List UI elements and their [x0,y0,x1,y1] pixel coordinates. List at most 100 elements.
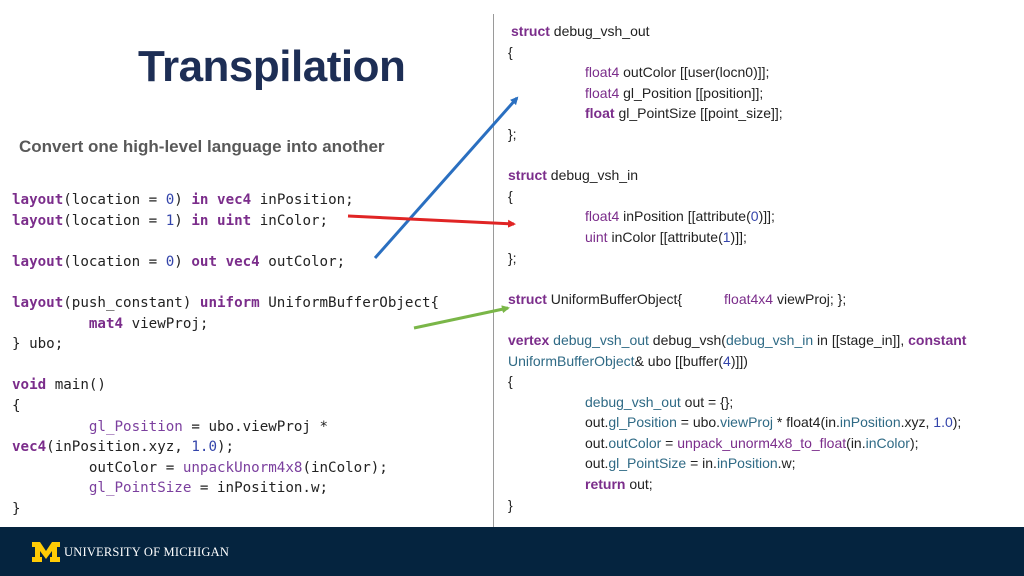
code-identifier: debug_vsh_out [585,393,681,410]
code-line: uint inColor [[attribute(1)]]; [508,227,966,248]
code-text: )]]) [730,352,748,369]
code-keyword: constant [908,331,967,348]
code-line: void main() [12,375,439,396]
code-line: layout(push_constant) uniform UniformBuf… [12,293,439,314]
slide-subtitle: Convert one high-level language into ano… [19,137,385,156]
code-identifier: viewProj [720,414,773,431]
code-text: out; [625,476,653,493]
code-line: }; [508,248,966,269]
code-line: struct debug_vsh_out [508,21,966,42]
code-line: struct debug_vsh_in [508,165,966,186]
code-blank-line [508,145,966,166]
code-text: }; [508,249,517,266]
code-text: ) [174,253,192,270]
code-text: in [[stage_in]], [813,331,909,348]
code-text: main() [46,377,106,394]
glsl-code-block: layout(location = 0) in vec4 inPosition;… [12,190,439,520]
code-line: { [508,186,966,207]
code-text: { [508,43,513,60]
code-text: outColor; [259,253,346,270]
code-keyword: uint [217,212,252,229]
code-line: float4 gl_Position [[position]]; [508,83,966,104]
code-keyword: layout [12,192,64,208]
code-keyword: vertex [508,331,550,348]
code-text: ) [174,192,192,208]
code-identifier: inColor [865,434,910,451]
code-text: ) [174,212,192,229]
code-type: float4 [585,84,620,101]
code-text: out. [585,414,609,431]
code-keyword: in [191,192,209,208]
code-text: out = {}; [680,393,734,410]
code-line: } [508,495,966,516]
code-builtin: gl_PointSize [88,480,192,497]
code-number: 0 [165,192,175,208]
code-number: 0 [165,253,175,270]
code-text: { [508,373,513,390]
code-text: (inPosition.xyz, [46,439,192,456]
code-line: float4 outColor [[user(locn0)]]; [508,62,966,83]
code-keyword: struct [508,290,547,307]
code-text: gl_PointSize [[point_size]]; [614,105,783,122]
code-number: 1 [165,212,175,229]
code-line: UniformBufferObject& ubo [[buffer(4)]]) [508,351,966,372]
university-logo: UNIVERSITY OF MICHIGAN [32,540,229,564]
code-text [217,254,226,270]
code-text: ); [909,434,919,451]
code-text: .xyz, [900,414,934,431]
code-keyword: uniform [199,294,260,311]
code-type: float4 [585,64,620,81]
code-text: { [12,397,21,414]
code-keyword: layout [12,212,64,229]
code-number: 1.0 [933,414,953,431]
code-keyword: in [191,212,209,229]
code-line: vertex debug_vsh_out debug_vsh(debug_vsh… [508,330,966,351]
code-blank-line [12,355,439,376]
code-text [208,192,217,208]
code-text: = [661,434,678,451]
code-text: (location = [63,253,166,270]
code-text: } ubo; [12,336,64,353]
code-type: float4x4 [724,290,774,307]
code-number: 0 [750,208,759,225]
code-keyword: void [12,377,47,394]
code-text [208,213,217,229]
code-identifier: gl_Position [608,414,677,431]
code-text: UniformBufferObject{ [259,294,440,311]
code-number: 1 [722,228,731,245]
code-text: outColor = [88,459,183,476]
code-line: { [508,371,966,392]
code-text: inPosition; [251,192,354,208]
code-text: (push_constant) [63,294,200,311]
code-text: & ubo [[buffer( [634,352,724,369]
code-text: } [508,496,513,513]
code-type: uint [585,228,608,245]
code-keyword: layout [12,294,64,311]
code-indent [12,480,89,496]
code-line: float gl_PointSize [[point_size]]; [508,103,966,124]
code-line: { [12,396,439,417]
block-m-icon [32,542,60,562]
code-line: } ubo; [12,334,439,355]
code-identifier: inPosition [839,414,901,431]
code-text: out. [585,434,609,451]
code-identifier: inPosition [716,455,778,472]
code-keyword: out [191,253,218,270]
code-text: ); [952,414,962,431]
code-keyword: struct [511,23,550,39]
code-line: mat4 viewProj; [12,314,439,335]
code-text: UniformBufferObject{ [546,290,683,307]
code-number: 1.0 [191,439,218,456]
code-indent [12,419,89,435]
code-text: )]]; [758,208,775,225]
code-text: )]]; [730,228,747,245]
code-line: outColor = unpackUnorm4x8(inColor); [12,458,439,479]
code-text: (location = [63,192,166,208]
code-identifier: debug_vsh_out [549,331,649,348]
code-text: debug_vsh_out [549,23,650,39]
code-function: unpack_unorm4x8_to_float [677,434,847,451]
code-text: debug_vsh( [648,331,726,348]
code-text: outColor [[user(locn0)]]; [619,64,770,81]
code-keyword: mat4 [88,315,124,332]
